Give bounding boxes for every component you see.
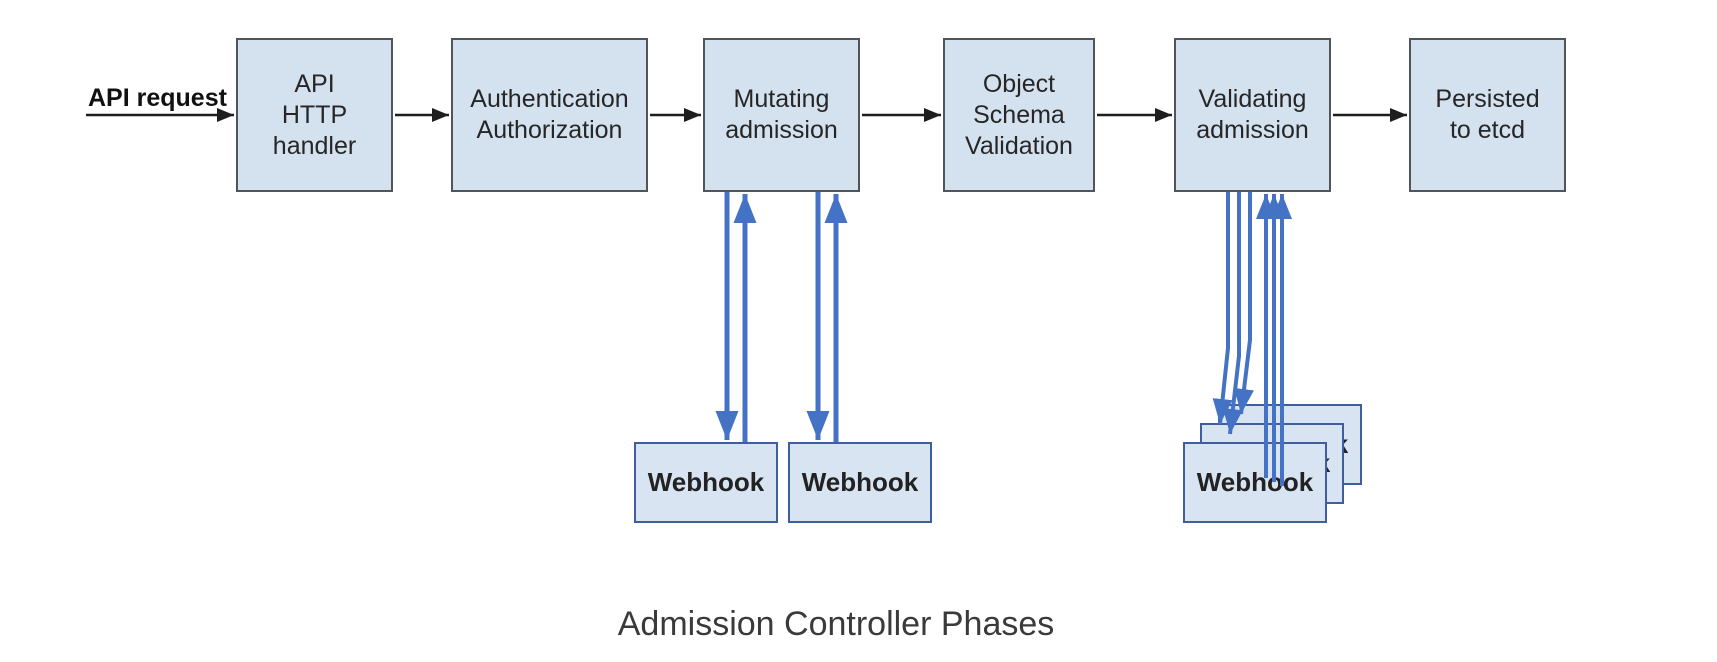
phase-box-label: Object Schema Validation: [965, 69, 1073, 160]
phase-box-label: API HTTP handler: [272, 69, 357, 160]
mutating-webhook-box-1: Webhook: [634, 442, 778, 523]
phase-box-authentication-authorization: Authentication Authorization: [451, 38, 648, 192]
validating-webhook-down-arrow-3: [1234, 192, 1254, 415]
mutating-webhook-box-2: Webhook: [788, 442, 932, 523]
validating-webhook-down-arrow-2: [1222, 192, 1243, 435]
webhook-label: Webhook: [801, 467, 919, 497]
api-request-label: API request: [88, 84, 227, 112]
phase-box-label: Mutating admission: [725, 85, 838, 144]
validating-webhook-down-arrow-1: [1212, 192, 1233, 425]
phase-box-persisted-to-etcd: Persisted to etcd: [1409, 38, 1566, 192]
diagram-caption: Admission Controller Phases: [617, 605, 1055, 643]
phase-box-mutating-admission: Mutating admission: [703, 38, 860, 192]
phase-box-label: Authentication Authorization: [470, 85, 629, 144]
webhook-label: Webhook: [647, 467, 765, 497]
validating-webhook-box-front: Webhook: [1183, 442, 1327, 523]
phase-box-object-schema-validation: Object Schema Validation: [943, 38, 1095, 192]
phase-box-label: Validating admission: [1196, 85, 1309, 144]
phase-box-api-http-handler: API HTTP handler: [236, 38, 393, 192]
webhook-label: Webhook: [1196, 467, 1314, 497]
phase-box-label: Persisted to etcd: [1435, 85, 1540, 144]
phase-box-validating-admission: Validating admission: [1174, 38, 1331, 192]
